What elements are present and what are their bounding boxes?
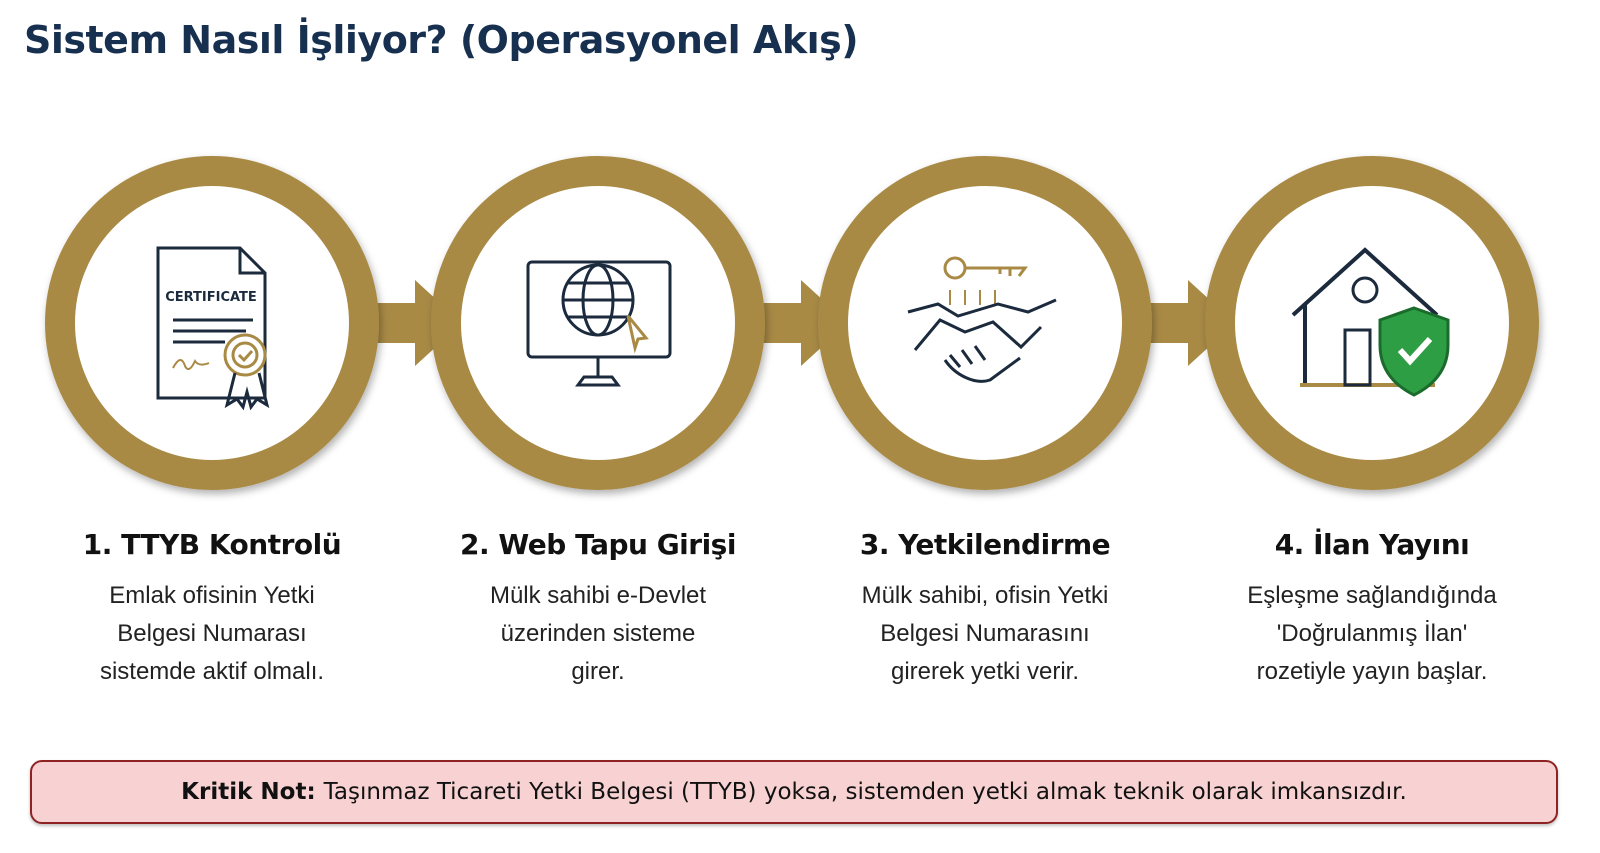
step-circle-1 bbox=[45, 156, 379, 490]
step-title: 4. İlan Yayını bbox=[1274, 528, 1470, 561]
handshake-key-icon bbox=[907, 256, 1057, 383]
step-circle-2 bbox=[431, 156, 765, 490]
certificate-icon-text: CERTIFICATE bbox=[165, 290, 257, 305]
note-label: Kritik Not: bbox=[181, 779, 316, 805]
certificate-icon: CERTIFICATE bbox=[156, 246, 270, 411]
step-title: 2. Web Tapu Girişi bbox=[460, 528, 736, 561]
web-monitor-icon bbox=[526, 260, 672, 387]
house-shield-icon bbox=[1291, 247, 1450, 397]
step-circle-3 bbox=[818, 156, 1152, 490]
step-circle-4 bbox=[1205, 156, 1539, 490]
step-title: 3. Yetkilendirme bbox=[859, 528, 1111, 561]
step-3: 3. Yetkilendirme Mülk sahibi, ofisin Yet… bbox=[795, 528, 1175, 691]
page-title: Sistem Nasıl İşliyor? (Operasyonel Akış) bbox=[24, 18, 859, 62]
critical-note: Kritik Not: Taşınmaz Ticareti Yetki Belg… bbox=[30, 760, 1558, 824]
note-text: Taşınmaz Ticareti Yetki Belgesi (TTYB) y… bbox=[323, 779, 1407, 805]
process-flow: CERTIFICATE bbox=[45, 156, 1539, 490]
step-description: Eşleşme sağlandığında'Doğrulanmış İlan'r… bbox=[1247, 582, 1497, 685]
step-title: 1. TTYB Kontrolü bbox=[82, 528, 342, 561]
step-4: 4. İlan Yayını Eşleşme sağlandığında'Doğ… bbox=[1182, 528, 1562, 691]
